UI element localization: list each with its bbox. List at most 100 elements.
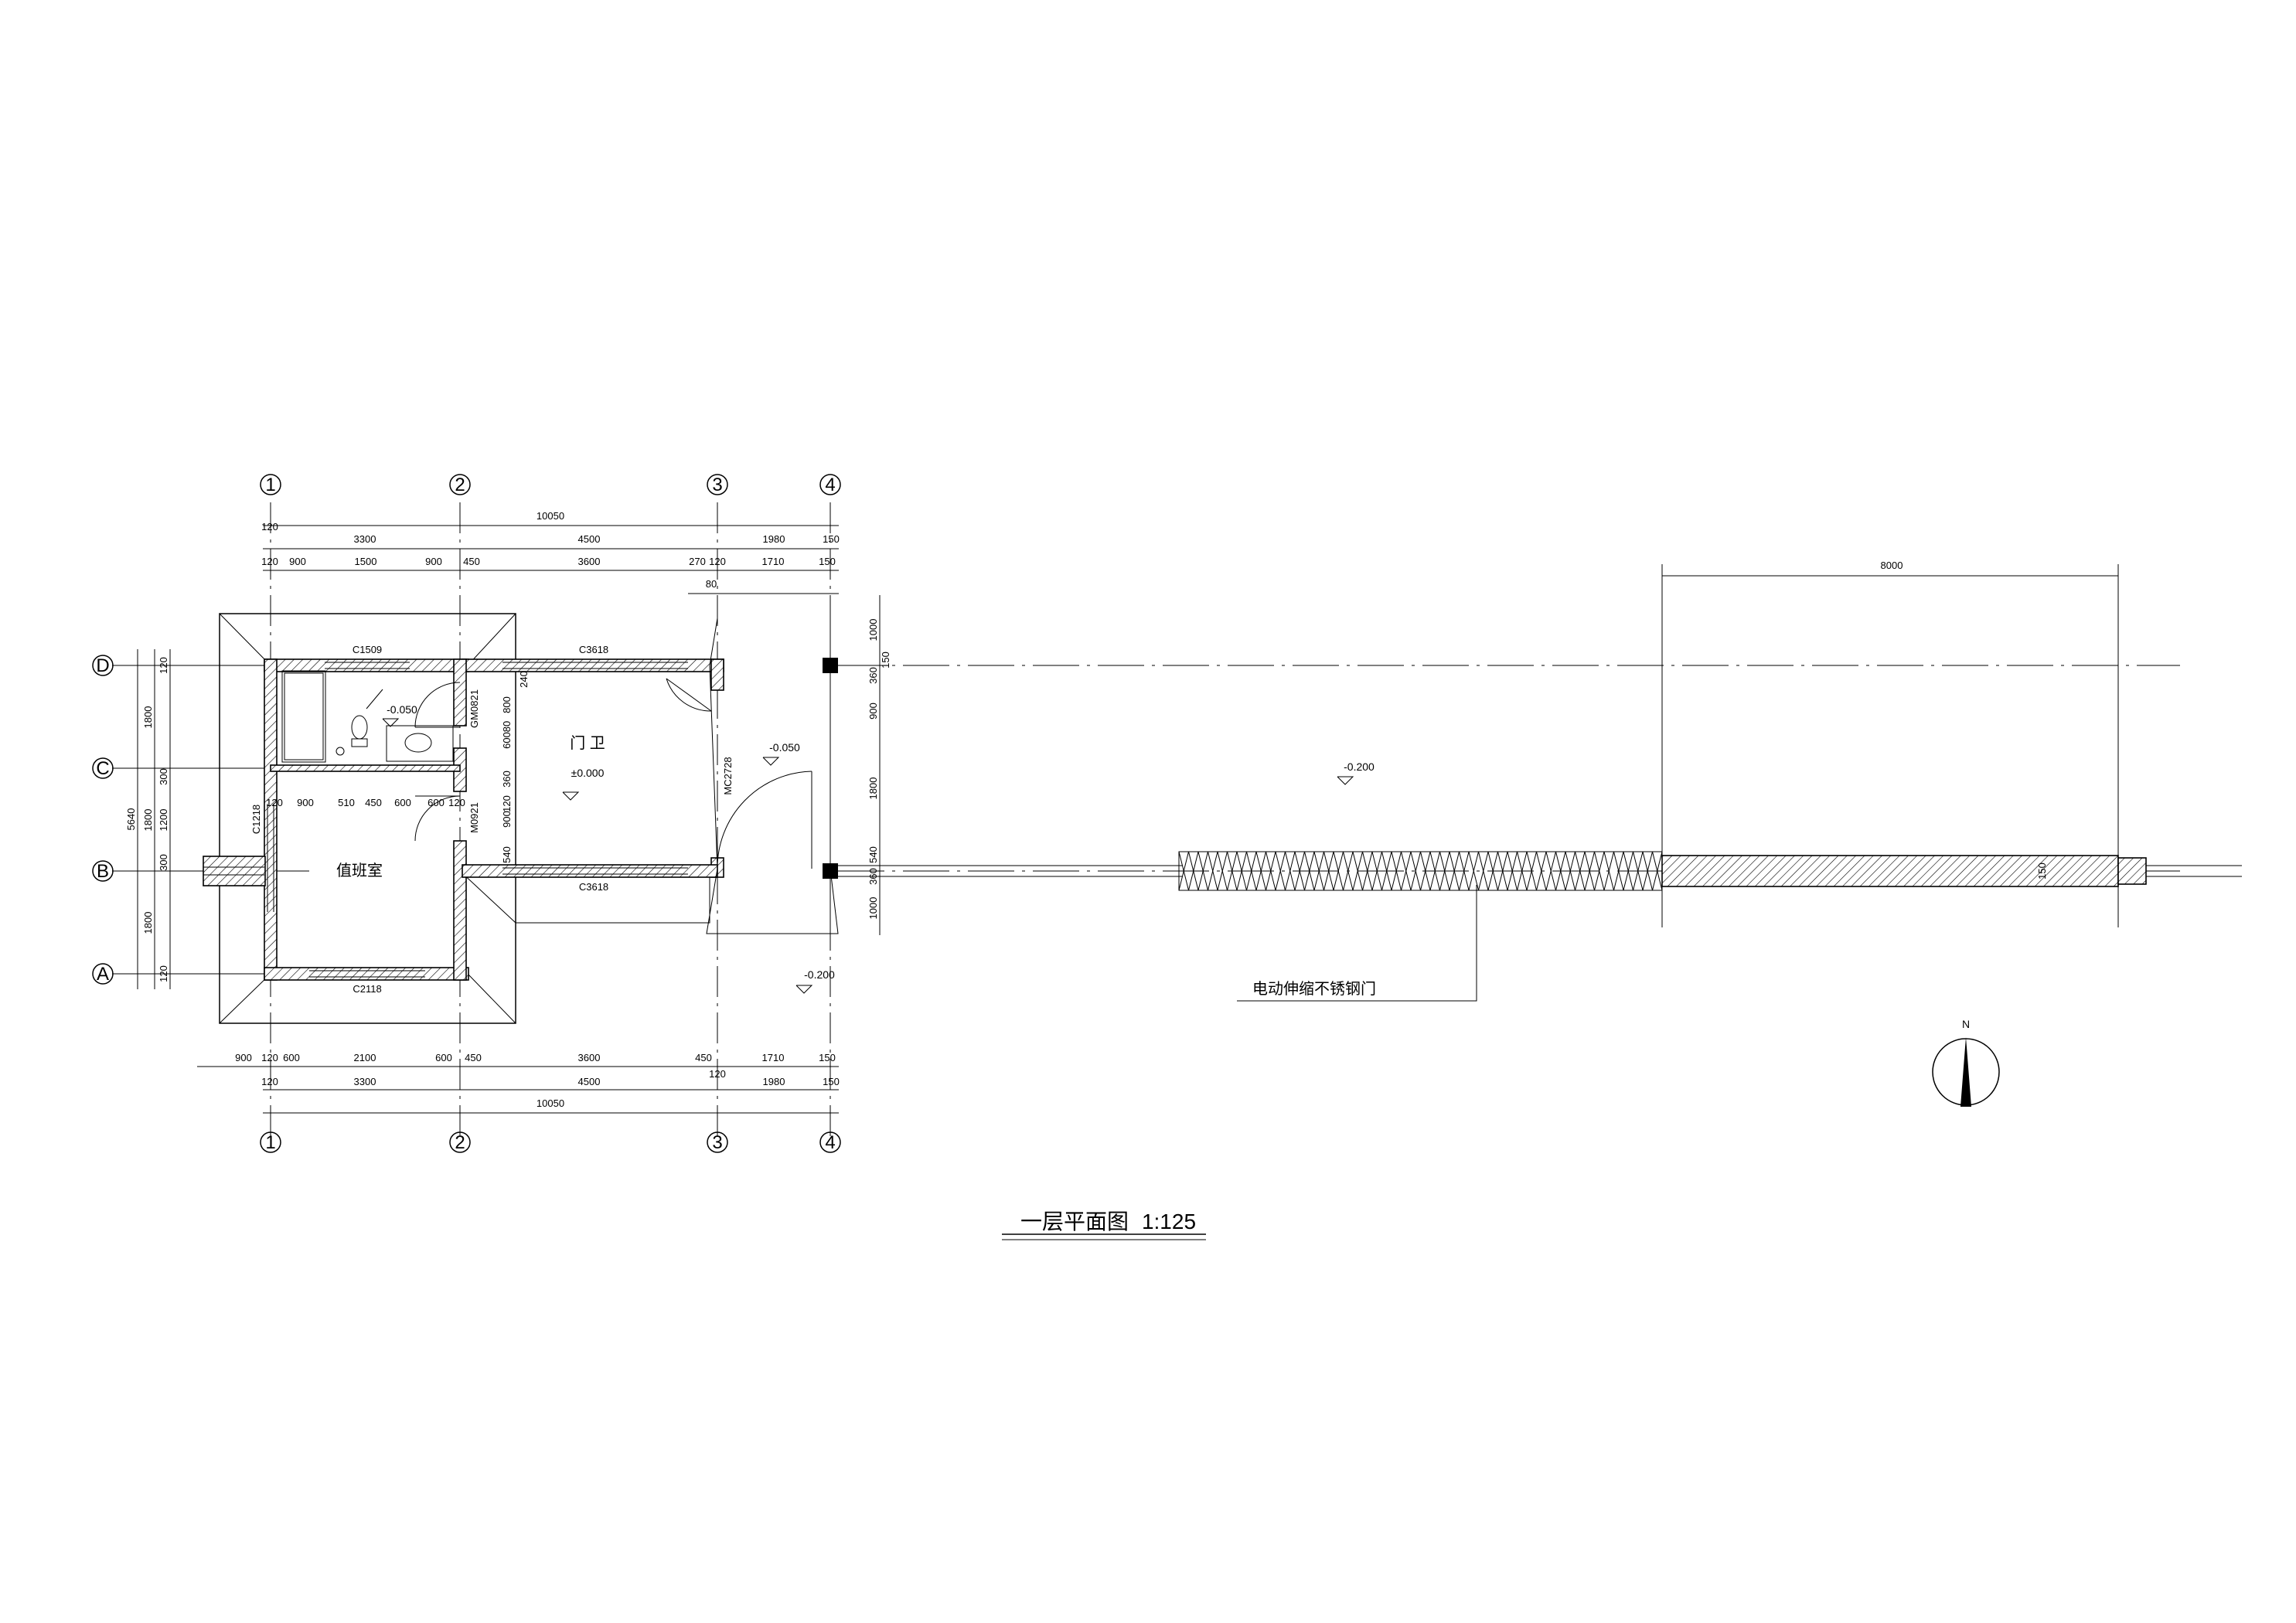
fixtures [281,670,454,763]
svg-text:1: 1 [265,475,275,495]
dim-top-row3: 900 [289,556,306,567]
dim-right: 1000 [867,619,879,641]
dim-inner-vert: 600 [501,732,513,749]
dim-top-row3: 150 [819,556,836,567]
dim-bottom-row1: 120 [261,1052,278,1063]
svg-text:2: 2 [455,1132,465,1153]
dim-left-col: 1800 [142,809,154,832]
dim-partition: 450 [365,797,382,808]
walls [203,658,838,981]
dim-right: 1800 [867,777,879,800]
dim-bottom-row1: 450 [465,1052,482,1063]
dim-left-inner: 300 [158,768,169,785]
svg-text:3: 3 [712,475,722,495]
gate-track [203,564,2242,1002]
dim-partition: 120 [448,797,465,808]
room-label-duty: 值班室 [336,862,383,880]
drawing-scale: 1:125 [1142,1210,1196,1233]
axis-marker-2-top: 2 [449,474,471,495]
dim-right-small: 150 [880,652,891,669]
axis-marker-B: B [92,860,114,882]
dim-bottom-row2: 150 [823,1076,840,1087]
gate-lattice-line [1178,851,1663,891]
dim-top-left-120: 120 [261,521,278,532]
dim-partition: 510 [338,797,355,808]
dim-inner-vert: 80 [501,721,513,732]
dim-right: 360 [867,667,879,684]
dim-right: 540 [867,846,879,863]
dim-inner-vert: 540 [501,846,513,863]
level-marks [382,718,1354,994]
svg-text:D: D [96,655,109,676]
window-tag-c3618-bottom: C3618 [579,881,608,893]
svg-text:3: 3 [712,1132,722,1153]
dim-inner-vert: 240 [518,671,530,688]
svg-text:4: 4 [825,1132,835,1153]
level-porch: -0.050 [769,741,800,754]
dim-bottom-row1: 600 [283,1052,300,1063]
dim-bottom-row1: 150 [819,1052,836,1063]
dim-bottom-row1: 600 [435,1052,452,1063]
dim-overall-bottom: 10050 [537,1097,564,1109]
dim-top-row2: 4500 [578,533,601,545]
dim-partition: 900 [297,797,314,808]
dim-top-row2: 3300 [354,533,376,545]
dim-top-row3: 900 [425,556,442,567]
dim-left-col: 1800 [142,912,154,934]
dim-left-inner: 1200 [158,809,169,832]
axis-marker-1-bottom: 1 [260,1131,281,1153]
axis-marker-C: C [92,757,114,779]
door-tag-mc2728: MC2728 [722,757,734,794]
svg-text:C: C [96,758,109,779]
telescopic-gate [1178,851,1663,891]
axis-marker-3-top: 3 [707,474,728,495]
dim-top-row3: 1710 [762,556,785,567]
dim-top-sub: 80 [706,578,717,590]
dim-top-row3: 450 [463,556,480,567]
dim-inner-vert: 120 [501,795,513,812]
dim-inner-vert: 360 [501,771,513,788]
dim-bottom-row2: 3300 [354,1076,376,1087]
dim-inner-vert: 900 [501,811,513,828]
level-ground-2: -0.200 [804,968,835,981]
dim-left-inner: 120 [158,965,169,982]
axis-marker-4-top: 4 [819,474,841,495]
dim-overall-top: 10050 [537,510,564,522]
dim-bottom-row1: 3600 [578,1052,601,1063]
dim-gate-wall: 150 [2036,863,2048,880]
dim-bottom-row1: 1710 [762,1052,785,1063]
level-ground: -0.200 [1344,760,1375,773]
north-arrow [1932,1037,2000,1107]
svg-text:B: B [97,861,109,882]
dim-inner-vert: 800 [501,696,513,713]
dim-bottom-row2: 1980 [763,1076,785,1087]
dim-left-inner: 120 [158,657,169,674]
dim-gate-span: 8000 [1881,560,1903,571]
dim-bottom-mid: 120 [709,1068,726,1080]
svg-text:4: 4 [825,475,835,495]
axis-marker-D: D [92,655,114,676]
level-toilet: -0.050 [387,703,417,716]
gate-lattice-line [1178,851,1663,891]
door-tag-m0921: M0921 [468,802,480,833]
dim-top-row3: 270 [689,556,706,567]
doors [414,618,839,934]
dim-bottom-row1: 2100 [354,1052,376,1063]
dim-top-row3: 120 [709,556,726,567]
dim-right: 360 [867,868,879,885]
axis-marker-4-bottom: 4 [819,1131,841,1153]
axis-marker-A: A [92,963,114,985]
dim-bottom-row2: 4500 [578,1076,601,1087]
window-tag-c2118: C2118 [353,983,381,995]
dim-partition: 120 [266,797,283,808]
dim-bottom-row1: 900 [235,1052,252,1063]
dim-right: 900 [867,703,879,720]
window-marks [267,662,688,978]
axis-bubbles: 1 2 3 4 1 2 3 4 [92,474,841,1153]
dimension-lines [137,525,881,1114]
dim-bottom-lead: 120 [261,1076,278,1087]
svg-text:A: A [97,964,109,985]
dim-partition: 600 [394,797,411,808]
dim-top-row3: 1500 [355,556,377,567]
